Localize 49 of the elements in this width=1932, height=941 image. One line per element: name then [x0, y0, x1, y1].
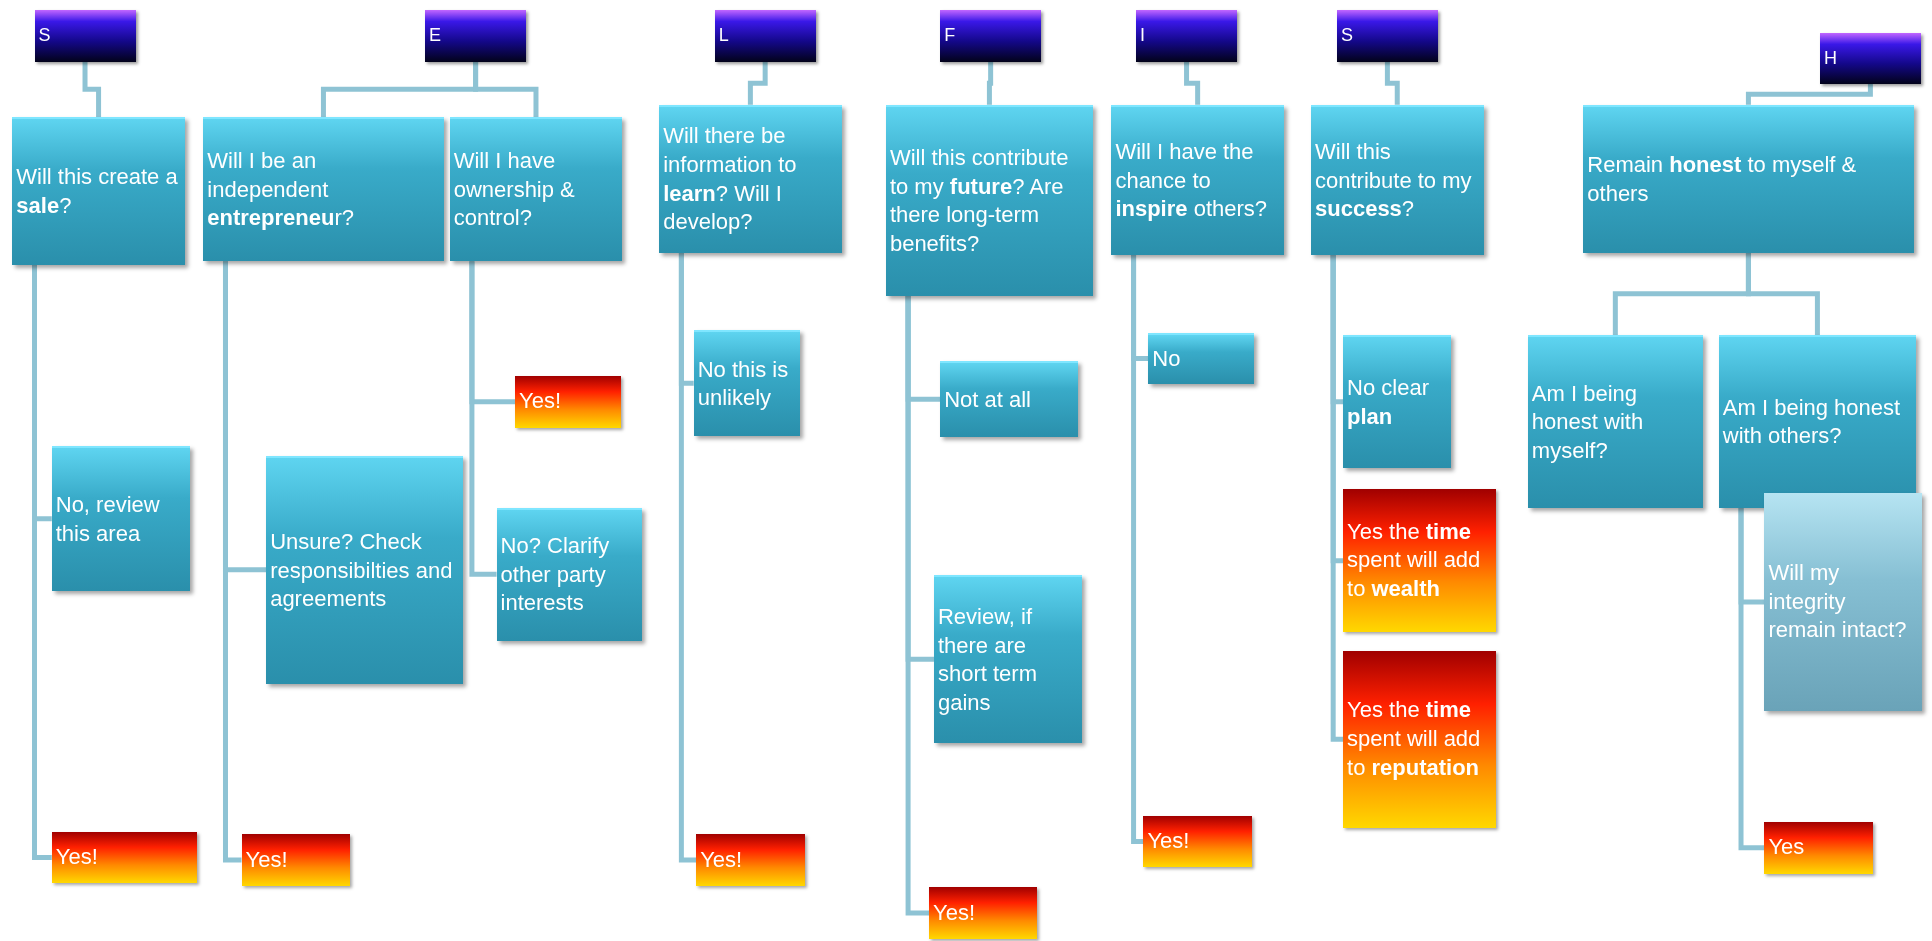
connector-line: [1131, 255, 1144, 845]
connector-line: [905, 295, 930, 916]
header-box: S: [1336, 9, 1438, 62]
answer-box: Yes!: [929, 887, 1038, 939]
answer-box: Yes!: [51, 831, 198, 884]
question-box: Unsure? Check responsibilties and agreements: [266, 455, 464, 684]
question-box: Will I have the chance to inspire others?: [1111, 104, 1284, 256]
answer-box: Yes!: [696, 834, 805, 886]
connector-line: [473, 61, 539, 118]
connector-line: [1384, 61, 1400, 105]
connector-line: [747, 61, 768, 105]
header-box: H: [1819, 33, 1921, 84]
question-box: No clear plan: [1343, 335, 1452, 469]
question-box: No, review this area: [51, 446, 190, 592]
question-box: Not at all: [940, 361, 1079, 438]
question-box: Will this contribute to my success?: [1311, 104, 1484, 256]
connector-line: [678, 252, 697, 863]
question-box: Will this contribute to my future? Are there long-term benefits?: [885, 104, 1093, 296]
question-box: Will this create a sale?: [12, 117, 185, 265]
question-box: Will I be an independent entrepreneur?: [203, 117, 444, 262]
answer-box: Yes!: [1143, 815, 1252, 868]
answer-box: Yes!: [515, 375, 621, 428]
connector-line: [82, 61, 102, 118]
question-box: Will my integrity remain intact?: [1764, 492, 1923, 711]
answer-box: Yes!: [241, 834, 350, 886]
connector-line: [1745, 252, 1820, 336]
question-box: No: [1148, 332, 1255, 385]
connector-line: [1330, 255, 1344, 742]
connector-line: [1738, 507, 1765, 851]
answer-box: Yes: [1764, 821, 1873, 874]
question-box: Remain honest to myself & others: [1583, 104, 1914, 253]
question-box: Will there be information to learn? Will I develop?: [659, 104, 842, 253]
header-box: L: [714, 9, 816, 62]
header-box: I: [1136, 9, 1238, 62]
connector-line: [1184, 61, 1201, 105]
connector-line: [469, 261, 497, 577]
header-box: F: [940, 9, 1042, 62]
connector-line: [1745, 83, 1873, 105]
question-box: Am I being honest with myself?: [1527, 335, 1703, 508]
answer-box: Yes the time spent will add to wealth: [1343, 489, 1496, 633]
answer-box: Yes the time spent will add to reputation: [1343, 650, 1496, 828]
question-box: Am I being honest with others?: [1718, 335, 1916, 508]
header-box: S: [34, 9, 136, 62]
question-box: Review, if there are short term gains: [933, 575, 1082, 743]
connector-line: [986, 61, 994, 105]
question-box: No? Clarify other party interests: [496, 507, 642, 641]
header-box: E: [425, 9, 527, 62]
question-box: Will I have ownership & control?: [449, 117, 623, 262]
question-box: No this is unlikely: [693, 330, 800, 437]
